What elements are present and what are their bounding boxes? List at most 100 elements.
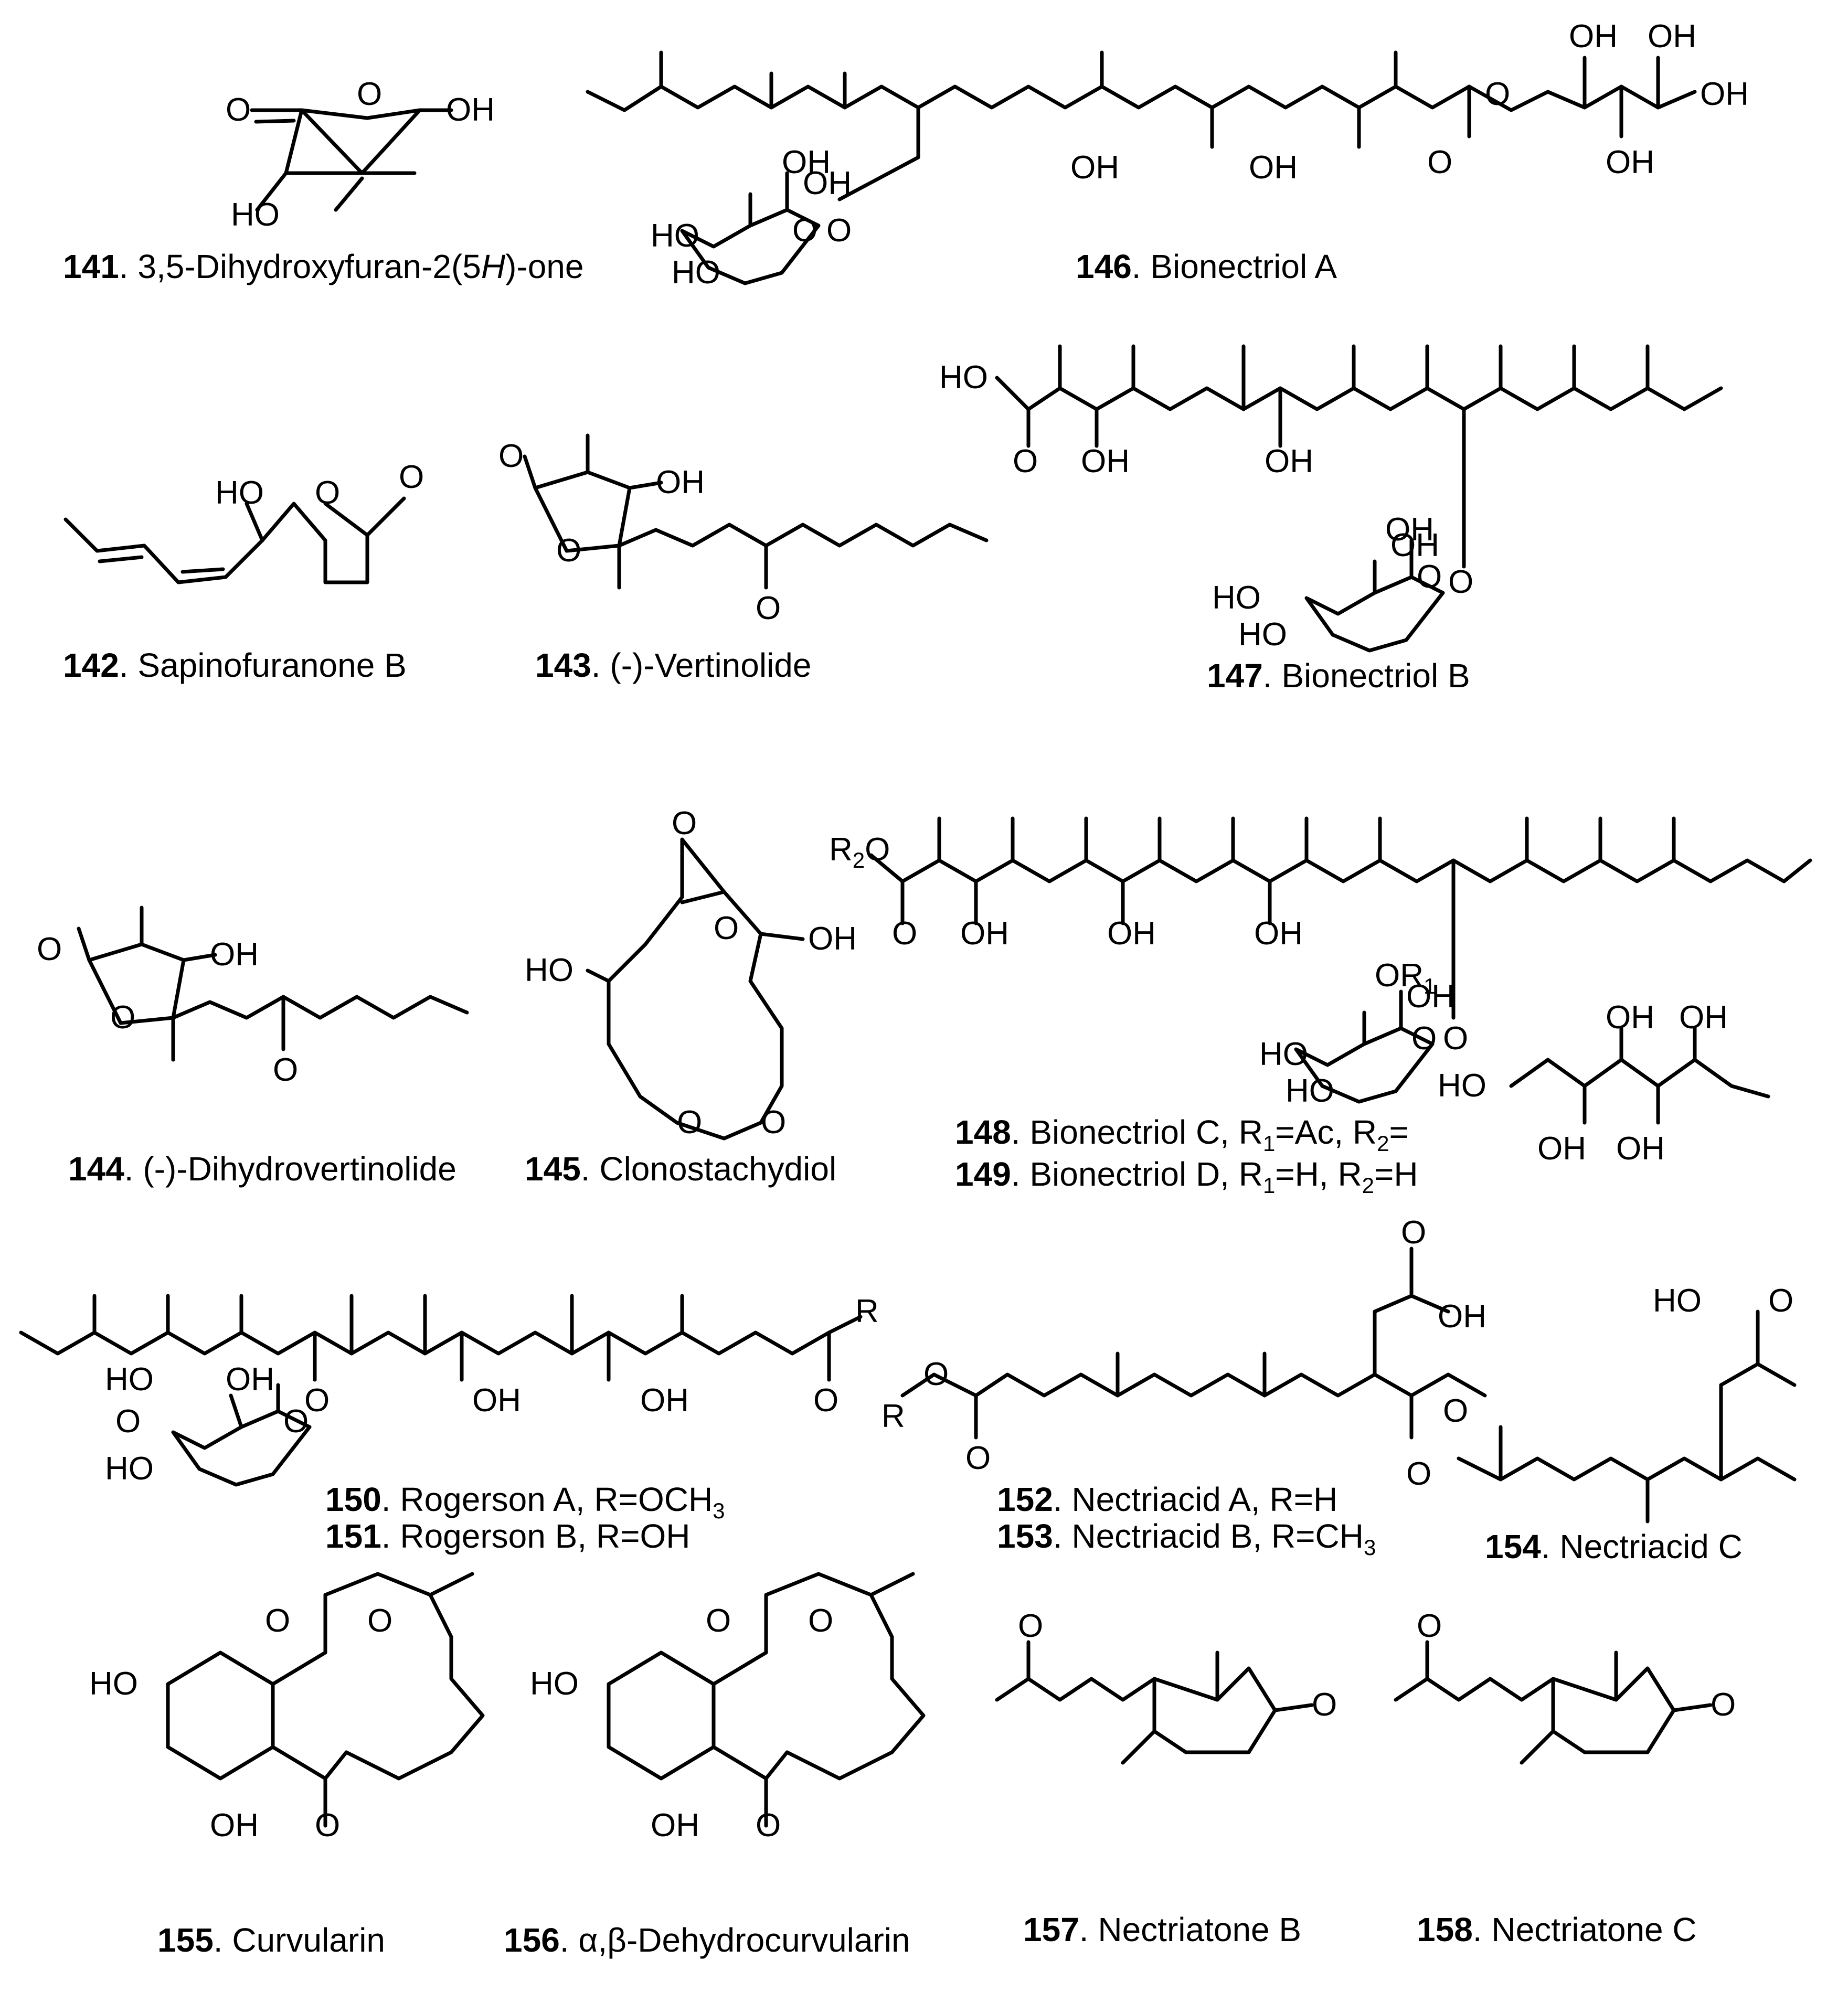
atom-144-o-carbonyl: O: [37, 931, 62, 967]
atom-155-o-ketone: O: [315, 1807, 340, 1844]
atom-141-oh: OH: [446, 92, 495, 128]
structure-141: [250, 108, 453, 212]
atom-145-o-2: O: [714, 910, 739, 946]
structure-148-149: [869, 816, 1812, 1125]
atom-150-oh-1: OH: [472, 1382, 521, 1419]
atom-141-ho: HO: [231, 197, 280, 233]
atom-147-o-link: O: [1448, 564, 1473, 600]
atom-150-o-methoxy: O: [115, 1403, 141, 1440]
structure-154: [1457, 1309, 1797, 1524]
caption-158: 158. Nectriatone C: [1417, 1911, 1697, 1948]
atom-148-o-link: O: [1443, 1020, 1468, 1057]
atom-146-oh-2: OH: [803, 165, 852, 201]
atom-147-o-ring: O: [1417, 559, 1442, 595]
structure-147: [995, 344, 1723, 653]
atom-148-oh-3: OH: [1254, 915, 1303, 952]
structure-156: [607, 1572, 926, 1828]
atom-146-ho-1: HO: [651, 218, 699, 254]
atom-147-oh-2: OH: [1265, 443, 1313, 480]
structure-146: [586, 50, 1697, 285]
atom-152-o-ester: O: [923, 1356, 949, 1392]
caption-145: 145. Clonostachydiol: [525, 1150, 836, 1188]
caption-152: 152. Nectriacid A, R=H: [997, 1481, 1337, 1518]
caption-146: 146. Bionectriol A: [1076, 248, 1337, 285]
atom-150-r: R: [855, 1293, 879, 1329]
atom-150-oh-3: OH: [226, 1361, 274, 1398]
atom-155-oh: OH: [210, 1807, 259, 1844]
atom-150-oh-2: OH: [640, 1382, 689, 1419]
atom-143-o-ketone: O: [756, 590, 781, 626]
atom-150-o-link: O: [304, 1382, 330, 1419]
caption-155: 155. Curvularin: [157, 1921, 385, 1959]
atom-148-ho-2: HO: [1286, 1073, 1334, 1109]
atom-155-o-carbonyl: O: [265, 1603, 290, 1639]
atom-146-oh-4: OH: [1249, 150, 1298, 186]
atom-148-oh-4: OH: [1406, 978, 1455, 1015]
caption-151: 151. Rogerson B, R=OH: [325, 1517, 690, 1555]
atom-147-ho-1: HO: [1212, 580, 1261, 616]
atom-146-oh-7: OH: [1606, 144, 1654, 180]
atom-143-o-ring: O: [556, 532, 581, 569]
atom-152-r: R: [881, 1398, 905, 1434]
atom-148-side-oh-1: OH: [1606, 999, 1654, 1036]
atom-147-ho: HO: [939, 359, 988, 396]
atom-141-o-carbonyl: O: [226, 92, 251, 128]
caption-149: 149. Bionectriol D, R1=H, R2=H: [955, 1155, 1418, 1198]
caption-148: 148. Bionectriol C, R1=Ac, R2=: [955, 1113, 1409, 1156]
atom-146-ho-2: HO: [672, 254, 720, 291]
caption-143: 143. (-)-Vertinolide: [535, 646, 811, 684]
atom-142-o-carbonyl: O: [399, 459, 424, 495]
atom-146-oh-6: OH: [1648, 18, 1696, 55]
atom-148-o-ring: O: [1411, 1020, 1437, 1057]
atom-148-oh-2: OH: [1107, 915, 1156, 952]
atom-152-o-carbonyl: O: [965, 1440, 991, 1476]
atom-148-side-oh-2: OH: [1679, 999, 1728, 1036]
atom-154-o-ester-carbonyl: O: [1443, 1393, 1468, 1429]
atom-146-oh-3: OH: [1070, 150, 1119, 186]
atom-148-o-ester: O: [892, 915, 917, 952]
atom-146-o-link: O: [826, 212, 852, 249]
atom-148-side-ho: HO: [1438, 1068, 1486, 1104]
atom-147-oh-3: OH: [1385, 512, 1434, 548]
caption-141: 141. 3,5-Dihydroxyfuran-2(5H)-one: [63, 248, 583, 285]
atom-157-o-ketone-2: O: [1312, 1687, 1337, 1723]
structure-158: [1394, 1640, 1713, 1765]
atom-154-o-ester: O: [1406, 1456, 1431, 1492]
atom-148-or1: OR1: [1375, 957, 1436, 998]
structure-150-151: [19, 1294, 863, 1487]
structure-155: [166, 1572, 485, 1828]
atom-146-oh-1: OH: [782, 144, 831, 180]
atom-143-oh: OH: [656, 464, 705, 500]
atom-146-o-link2: O: [1485, 76, 1510, 112]
atom-142-o-ring: O: [315, 475, 340, 511]
caption-157: 157. Nectriatone B: [1023, 1911, 1301, 1948]
atom-141-o-ring: O: [357, 76, 382, 112]
atom-156-ho: HO: [530, 1666, 579, 1702]
atom-146-oh-8: OH: [1700, 76, 1749, 112]
atom-156-oh: OH: [651, 1807, 699, 1844]
atom-157-o-ketone-1: O: [1018, 1608, 1043, 1644]
atom-155-o-ring: O: [367, 1603, 392, 1639]
atom-147-oh-4: OH: [1390, 527, 1439, 563]
structure-144: [77, 906, 469, 1062]
structure-142: [63, 496, 406, 584]
caption-156: 156. α,β-Dehydrocurvularin: [504, 1921, 910, 1959]
atom-145-ho: HO: [525, 952, 573, 988]
atom-145-oh: OH: [808, 921, 857, 957]
atom-146-o-ester: O: [1427, 144, 1452, 180]
atom-145-o-3: O: [677, 1104, 702, 1141]
caption-142: 142. Sapinofuranone B: [63, 646, 407, 684]
caption-150: 150. Rogerson A, R=OCH3: [325, 1481, 725, 1523]
atom-158-o-ketone-1: O: [1417, 1608, 1442, 1644]
atom-143-o-carbonyl: O: [498, 438, 524, 474]
atom-147-oh-1: OH: [1081, 443, 1130, 480]
atom-147-ho-2: HO: [1238, 616, 1287, 653]
caption-144: 144. (-)-Dihydrovertinolide: [68, 1150, 456, 1188]
atom-146-oh-5: OH: [1569, 18, 1618, 55]
caption-147: 147. Bionectriol B: [1207, 657, 1470, 695]
atom-150-o-carbonyl: O: [813, 1382, 838, 1419]
atom-150-ho-2: HO: [105, 1451, 154, 1487]
structure-157: [995, 1640, 1314, 1765]
atom-148-ho-1: HO: [1259, 1036, 1308, 1072]
